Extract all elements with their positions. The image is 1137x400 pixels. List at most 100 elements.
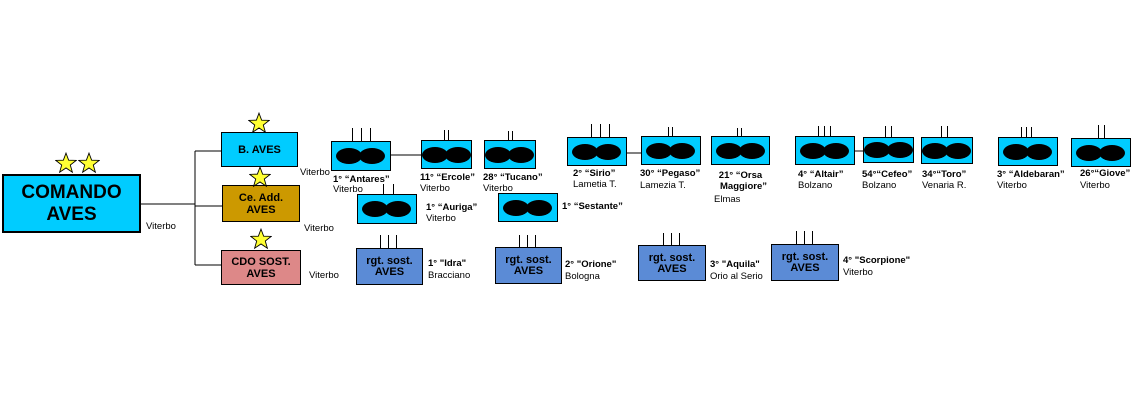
support-line1: Ce. Add. [238, 191, 284, 204]
flag-tick [591, 124, 592, 137]
unit-auriga-label: 1° “Auriga” [426, 202, 478, 213]
regiment-cefeo-city: Bolzano [862, 180, 897, 191]
training-regiment-aquila-city: Orio al Serio [710, 271, 763, 282]
regiment-pegaso-label: 30° “Pegaso” [640, 168, 701, 179]
command-location: Viterbo [146, 221, 176, 232]
flag-tick [512, 131, 513, 140]
flag-tick [1098, 125, 1099, 138]
support-location: Viterbo [304, 223, 334, 234]
command-title-line1: COMANDO [21, 181, 122, 203]
regiment-ercole-label: 11° “Ercole” [420, 172, 476, 183]
regiment-orsa-maggiore-box [711, 136, 770, 165]
helicopter-pair-icon [800, 142, 826, 159]
training-line2: AVES [246, 267, 276, 280]
regiment-antares-box [331, 141, 391, 171]
regiment-cefeo-box [863, 137, 914, 163]
training-regiment-idra-box: rgt. sost. AVES [356, 248, 423, 285]
training-regiment-aquila-label: 3° "Aquila" [710, 259, 760, 270]
regiment-giove-city: Viterbo [1080, 180, 1110, 191]
regiment-altair-city: Bolzano [798, 180, 833, 191]
brigade-aves-box: B. AVES [221, 132, 298, 167]
regiment-altair-box [795, 136, 855, 165]
regiment-tucano-box [484, 140, 536, 169]
regiment-giove-box [1071, 138, 1131, 167]
regiment-orsa-line2: Maggiore” [720, 181, 767, 192]
training-regiment-scorpione-box: rgt. sost. AVES [771, 244, 839, 281]
helicopter-pair-icon [503, 199, 529, 216]
flag-tick [663, 233, 664, 245]
regiment-sirio-label: 2° “Sirio” [573, 168, 616, 179]
unit-sestante-label: 1° “Sestante” [562, 201, 623, 212]
training-regiment-idra-label: 1° "Idra" [428, 258, 467, 269]
regiment-sirio-box [567, 137, 627, 166]
regiment-antares-label: 1° “Antares” [333, 174, 390, 185]
rgt-line2: AVES [513, 265, 544, 277]
flag-tick [361, 128, 362, 141]
flag-tick [1104, 125, 1105, 138]
flag-tick [535, 235, 536, 247]
rgt-line2: AVES [790, 262, 820, 274]
regiment-altair-label: 4° “Altair” [798, 169, 844, 180]
flag-tick [370, 128, 371, 141]
helicopter-pair-icon [1003, 143, 1029, 160]
flag-tick [796, 231, 797, 244]
star-icon [250, 228, 272, 250]
helicopter-pair-icon [421, 146, 448, 163]
star-icon [78, 152, 100, 174]
regiment-aldebaran-box [998, 137, 1058, 166]
regiment-toro-label: 34°“Toro” [922, 169, 967, 180]
comando-aves-box: COMANDO AVES [2, 174, 141, 233]
regiment-toro-city: Venaria R. [922, 180, 967, 191]
rgt-line2: AVES [374, 266, 405, 278]
flag-tick [830, 126, 831, 136]
training-location: Viterbo [309, 270, 339, 281]
flag-tick [671, 233, 672, 245]
rgt-line1: rgt. sost. [648, 252, 696, 264]
flag-tick [947, 126, 948, 137]
flag-tick [941, 126, 942, 137]
flag-tick [519, 235, 520, 247]
flag-tick [1026, 127, 1027, 137]
flag-tick [388, 235, 389, 248]
rgt-line2: AVES [657, 263, 687, 275]
regiment-pegaso-city: Lamezia T. [640, 180, 686, 191]
training-regiment-aquila-box: rgt. sost. AVES [638, 245, 706, 281]
regiment-aldebaran-city: Viterbo [997, 180, 1027, 191]
flag-tick [1031, 127, 1032, 137]
unit-auriga-city: Viterbo [426, 213, 456, 224]
regiment-orsa-maggiore-label: 21° “Orsa Maggiore” [714, 170, 767, 192]
helicopter-pair-icon [485, 146, 511, 163]
brigade-location: Viterbo [300, 167, 330, 178]
flag-tick [891, 126, 892, 137]
command-title-line2: AVES [46, 203, 97, 225]
helicopter-pair-icon [362, 201, 388, 217]
star-icon [248, 112, 270, 134]
unit-auriga-box [357, 194, 417, 224]
flag-tick [672, 127, 673, 136]
training-line1: CDO SOST. [231, 255, 291, 268]
flag-tick [737, 128, 738, 136]
unit-sestante-box [498, 193, 558, 222]
star-icon [55, 152, 77, 174]
star-icon [249, 166, 271, 188]
flag-tick [444, 130, 445, 140]
training-regiment-scorpione-label: 4° "Scorpione" [843, 255, 911, 266]
training-regiment-orione-box: rgt. sost. AVES [495, 247, 562, 284]
flag-tick [352, 128, 353, 141]
flag-tick [527, 235, 528, 247]
training-regiment-orione-label: 2° "Orione" [565, 259, 617, 270]
helicopter-pair-icon [863, 142, 890, 158]
regiment-sirio-city: Lametia T. [573, 179, 617, 190]
rgt-line1: rgt. sost. [505, 254, 552, 266]
regiment-antares-city: Viterbo [333, 184, 363, 195]
regiment-cefeo-label: 54°“Cefeo” [862, 169, 913, 180]
helicopter-pair-icon [572, 143, 598, 160]
training-regiment-idra-city: Bracciano [428, 270, 471, 281]
flag-tick [508, 131, 509, 140]
helicopter-pair-icon [922, 142, 948, 159]
regiment-ercole-city: Viterbo [420, 183, 450, 194]
regiment-pegaso-box [641, 136, 701, 165]
regiment-tucano-label: 28° “Tucano” [483, 172, 543, 183]
flag-tick [812, 231, 813, 244]
regiment-orsa-maggiore-city: Elmas [714, 194, 741, 205]
